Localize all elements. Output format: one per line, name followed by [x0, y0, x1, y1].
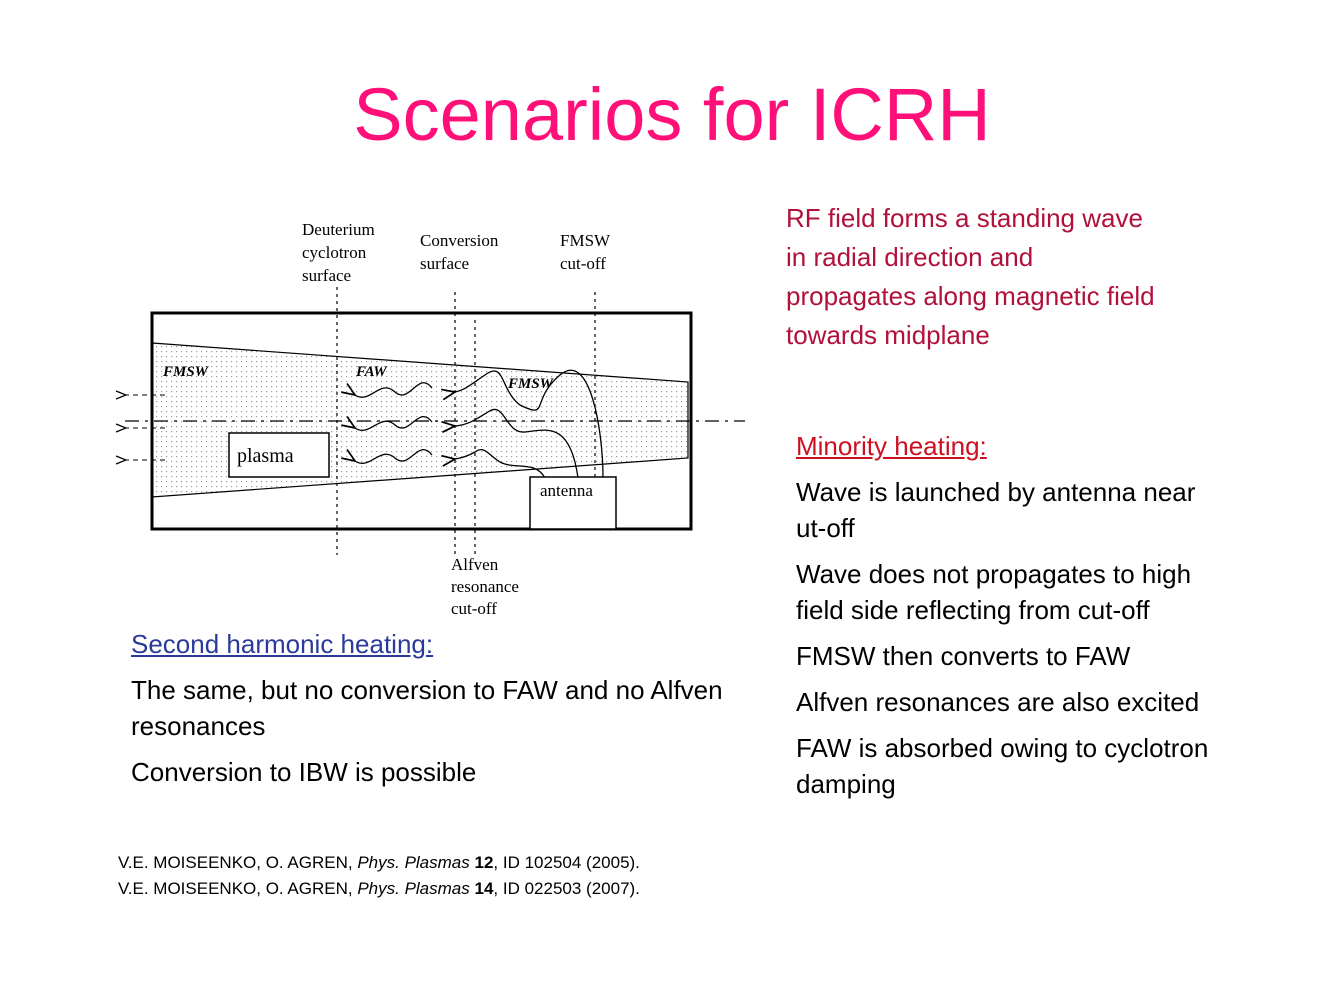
plasma-box [228, 432, 330, 478]
minority-heading: Minority heating: [796, 431, 987, 461]
device-box [150, 311, 693, 531]
alfven-label-1: Alfven [451, 555, 499, 574]
wave-label-fmsw-right: FMSW [507, 376, 555, 392]
minority-item: Wave does not propagates to high field s… [796, 559, 1192, 625]
conversion-label-2: surface [420, 254, 469, 273]
wave-label-faw: FAW [355, 364, 388, 380]
minority-item: Wave is launched by antenna near ut-off [796, 477, 1196, 543]
second-item: The same, but no conversion to FAW and n… [131, 675, 723, 741]
minority-item: FAW is absorbed owing to cyclotron dampi… [796, 733, 1209, 799]
minority-heating-section: Minority heating: Wave is launched by an… [796, 428, 1226, 812]
fmsw-wave-1 [455, 369, 604, 479]
plasma-label: plasma [237, 445, 294, 467]
minority-item: FMSW then converts to FAW [796, 641, 1131, 671]
alfven-label-2: resonance [451, 577, 519, 596]
fmsw-cutoff-label-1: FMSW [560, 231, 611, 250]
page-title: Scenarios for ICRH [353, 73, 991, 156]
reference-1: V.E. MOISEENKO, O. AGREN, Phys. Plasmas … [118, 853, 640, 872]
faw-wave-3 [355, 448, 433, 464]
second-item: Conversion to IBW is possible [131, 757, 477, 787]
deuterium-label-2: cyclotron [302, 243, 367, 262]
conversion-label-1: Conversion [420, 231, 499, 250]
antenna-label: antenna [540, 481, 593, 500]
alfven-label-3: cut-off [451, 599, 497, 618]
references: V.E. MOISEENKO, O. AGREN, Phys. Plasmas … [118, 850, 640, 902]
deuterium-label-1: Deuterium [302, 220, 375, 239]
fmsw-wave-3 [455, 448, 546, 479]
second-harmonic-section: Second harmonic heating: The same, but n… [131, 626, 731, 800]
reference-2: V.E. MOISEENKO, O. AGREN, Phys. Plasmas … [118, 879, 640, 898]
fmsw-wave-2 [455, 408, 579, 479]
minority-item: Alfven resonances are also excited [796, 687, 1200, 717]
deuterium-label-3: surface [302, 266, 351, 285]
faw-wave-2 [355, 415, 433, 431]
wave-label-fmsw-left: FMSW [162, 364, 210, 380]
fmsw-cutoff-label-2: cut-off [560, 254, 606, 273]
faw-wave-1 [355, 382, 433, 398]
antenna-box [529, 476, 617, 530]
rf-field-text: RF field forms a standing wave in radial… [786, 203, 1155, 350]
second-heading: Second harmonic heating: [131, 629, 434, 659]
